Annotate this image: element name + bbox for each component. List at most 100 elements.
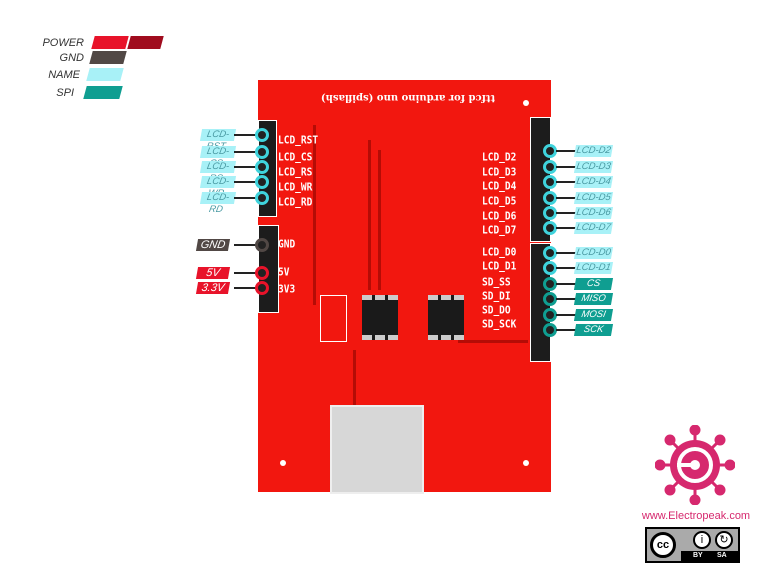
pin-lcd_rs — [255, 160, 269, 174]
silk-gnd: GND — [278, 238, 296, 251]
silk-lcd_rst: LCD_RST — [278, 134, 319, 147]
pin-lcd_rst — [255, 128, 269, 142]
silk-lcd_d4: LCD_D4 — [482, 180, 517, 193]
pin-tag-lcd-rst: LCD-RST — [199, 129, 237, 152]
trace — [353, 350, 356, 405]
pin-tag-lcd-d1: LCD-D1 — [573, 262, 614, 274]
silk-sd_sck: SD_SCK — [482, 318, 517, 331]
pin-leader — [234, 244, 260, 246]
silk-lcd_d3: LCD_D3 — [482, 166, 517, 179]
silk-sd_do: SD_DO — [482, 304, 511, 317]
pin-tag-3.3v: 3.3V — [195, 282, 231, 294]
legend-power-label: POWER — [42, 37, 84, 49]
mount-hole — [280, 460, 286, 466]
pin-tag-lcd-d6: LCD-D6 — [573, 207, 614, 219]
ic-level-shifter-1 — [362, 295, 398, 340]
trace — [378, 150, 381, 290]
pin-tag-lcd-d4: LCD-D4 — [573, 176, 614, 188]
trace — [458, 340, 528, 343]
silk-lcd_d6: LCD_D6 — [482, 210, 517, 223]
pin-tag-lcd-d7: LCD-D7 — [573, 222, 614, 234]
pin-leader — [556, 227, 576, 229]
pin-lcd_d6 — [543, 206, 557, 220]
mount-hole — [523, 100, 529, 106]
silk-3v3: 3V3 — [278, 283, 296, 296]
legend-name-label: NAME — [48, 69, 80, 81]
pin-leader — [556, 150, 576, 152]
pin-tag-lcd-cs: LCD-CS — [199, 146, 237, 169]
pin-tag-lcd-rd: LCD-RD — [199, 192, 237, 215]
silk-lcd_d5: LCD_D5 — [482, 195, 517, 208]
pin-sd_di — [543, 292, 557, 306]
pin-leader — [234, 197, 260, 199]
pin-tag-lcd-wr: LCD-WR — [199, 176, 237, 199]
pin-sd_ss — [543, 277, 557, 291]
silk-lcd_wr: LCD_WR — [278, 181, 313, 194]
by-label: BY — [693, 552, 703, 559]
pin-tag-lcd-rs: LCD-RS — [199, 161, 237, 184]
pin-tag-lcd-d5: LCD-D5 — [573, 192, 614, 204]
board-title: ttfcd for arduino uno (spiflash) — [320, 92, 496, 103]
regulator-footprint — [320, 295, 347, 342]
pin-leader — [234, 151, 260, 153]
silk-lcd_rs: LCD_RS — [278, 166, 313, 179]
legend-gnd-label: GND — [59, 52, 84, 64]
pin-lcd_cs — [255, 145, 269, 159]
legend-name-swatch — [86, 68, 124, 81]
silk-lcd_d0: LCD_D0 — [482, 246, 517, 259]
silk-sd_di: SD_DI — [482, 290, 511, 303]
share-alike-icon: ↻ — [715, 531, 733, 549]
pin-5v — [255, 266, 269, 280]
pin-leader — [556, 166, 576, 168]
silk-5v: 5V — [278, 266, 290, 279]
mount-hole — [523, 460, 529, 466]
electropeak-logo — [654, 424, 736, 506]
legend-spi-swatch — [83, 86, 123, 99]
pin-lcd_d1 — [543, 261, 557, 275]
pin-tag-mosi: MOSI — [573, 309, 614, 321]
pin-3v3 — [255, 281, 269, 295]
legend-power-swatch — [91, 36, 129, 49]
pin-tag-sck: SCK — [573, 324, 614, 336]
pin-tag-cs: CS — [573, 278, 614, 290]
trace — [313, 125, 316, 305]
silk-lcd_d7: LCD_D7 — [482, 224, 517, 237]
pin-leader — [234, 272, 260, 274]
pin-tag-miso: MISO — [573, 293, 614, 305]
ic-level-shifter-2 — [428, 295, 464, 340]
cc-icon: cc — [650, 532, 676, 558]
pin-sd_sck — [543, 323, 557, 337]
pin-lcd_d0 — [543, 246, 557, 260]
pin-leader — [556, 314, 576, 316]
pin-leader — [556, 283, 576, 285]
legend-spi-label: SPI — [56, 87, 74, 99]
cc-by-sa-badge: cc i ↻ BY SA — [645, 527, 740, 563]
pin-sd_do — [543, 308, 557, 322]
silk-sd_ss: SD_SS — [482, 276, 511, 289]
pin-tag-lcd-d2: LCD-D2 — [573, 145, 614, 157]
pin-leader — [234, 134, 260, 136]
pin-lcd_wr — [255, 175, 269, 189]
pin-tag-lcd-d3: LCD-D3 — [573, 161, 614, 173]
legend-power-swatch-2 — [127, 36, 164, 49]
pin-lcd_d3 — [543, 160, 557, 174]
silk-lcd_rd: LCD_RD — [278, 196, 313, 209]
pin-leader — [556, 252, 576, 254]
trace — [368, 140, 371, 290]
pin-leader — [556, 267, 576, 269]
pin-leader — [556, 181, 576, 183]
silk-lcd_d1: LCD_D1 — [482, 260, 517, 273]
legend-gnd-swatch — [89, 51, 127, 64]
pin-tag-5v: 5V — [195, 267, 231, 279]
pin-leader — [556, 329, 576, 331]
pin-leader — [556, 212, 576, 214]
sa-label: SA — [717, 552, 727, 559]
silk-lcd_cs: LCD_CS — [278, 151, 313, 164]
brand-url[interactable]: www.Electropeak.com — [641, 510, 751, 522]
pin-lcd_d5 — [543, 191, 557, 205]
pin-leader — [234, 166, 260, 168]
pin-lcd_rd — [255, 191, 269, 205]
pin-leader — [234, 181, 260, 183]
pin-gnd — [255, 238, 269, 252]
pin-lcd_d2 — [543, 144, 557, 158]
